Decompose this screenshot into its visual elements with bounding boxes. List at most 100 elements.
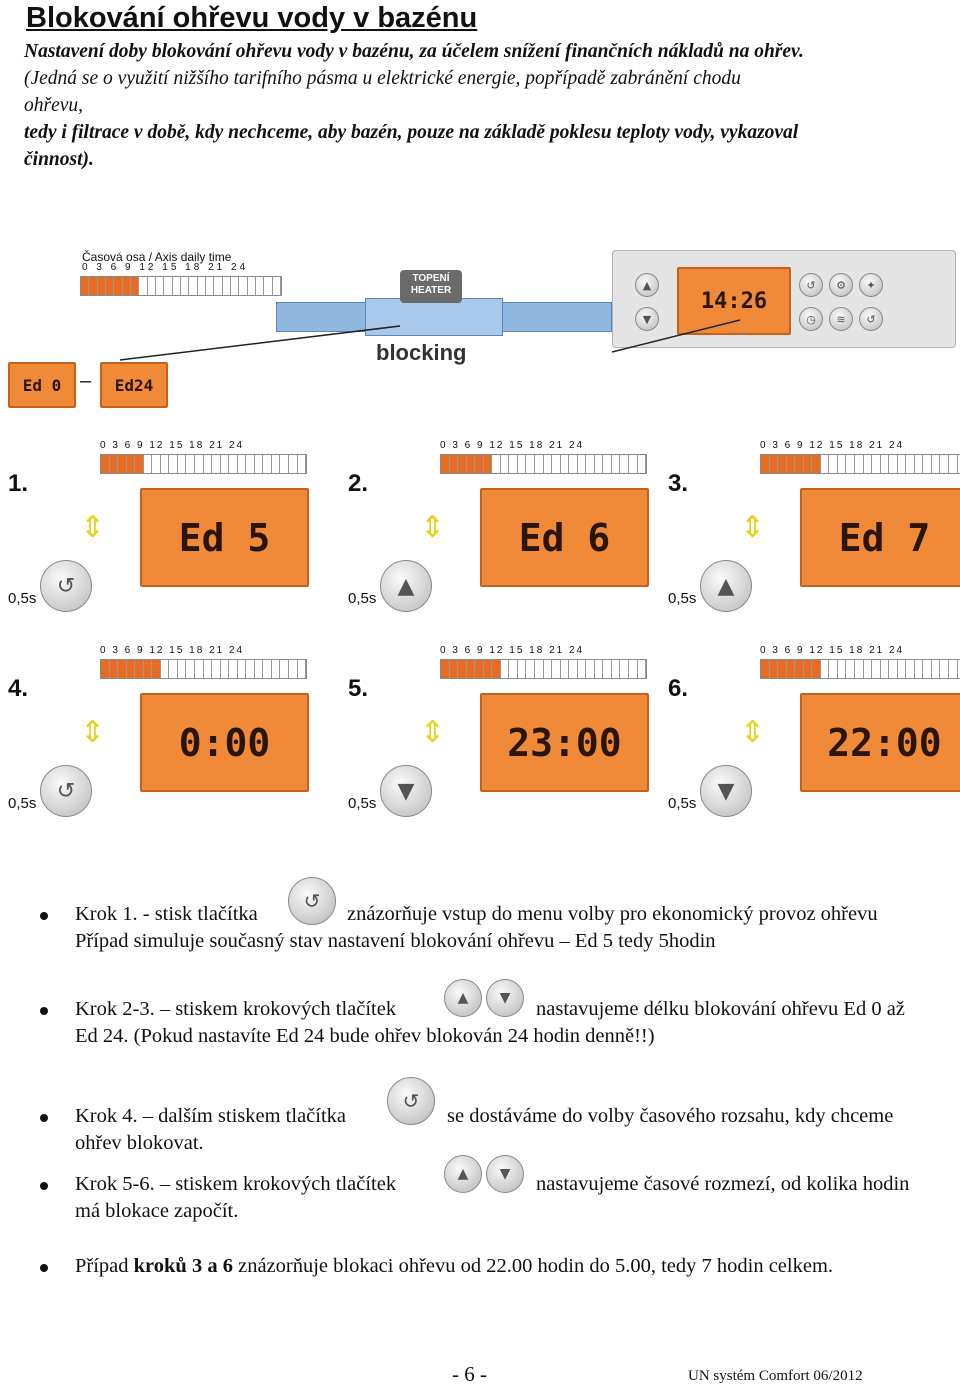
step-display: 23:00 bbox=[480, 693, 649, 792]
hour-segment bbox=[101, 660, 110, 678]
hour-bar bbox=[440, 454, 647, 474]
hour-segment bbox=[263, 660, 272, 678]
hour-segment bbox=[449, 455, 459, 473]
document-footer: UN systém Comfort 06/2012 bbox=[688, 1368, 863, 1384]
pressed-button[interactable]: ▼ bbox=[380, 765, 432, 817]
heating-diagram: Časová osa / Axis daily time 0 3 6 9 12 … bbox=[0, 240, 960, 410]
axis-title: Časová osa / Axis daily time bbox=[82, 250, 232, 264]
connector-lines bbox=[119, 319, 741, 361]
economy-button[interactable]: ↺ bbox=[859, 307, 883, 331]
hour-segment bbox=[186, 455, 196, 473]
pressed-button[interactable]: ↺ bbox=[40, 765, 92, 817]
hour-segment bbox=[222, 277, 231, 295]
hour-segment bbox=[803, 455, 813, 473]
hour-segment bbox=[89, 277, 98, 295]
hour-segment bbox=[239, 277, 248, 295]
hour-segment bbox=[863, 455, 873, 473]
hour-segment bbox=[603, 455, 612, 473]
hour-segment bbox=[526, 455, 536, 473]
hour-segment bbox=[126, 455, 136, 473]
press-duration: 0,5s bbox=[8, 795, 37, 812]
hour-segment bbox=[212, 455, 221, 473]
hour-scale: 0 3 6 9 12 15 18 21 24 bbox=[440, 440, 585, 451]
step-number: 1. bbox=[8, 470, 29, 497]
hour-segment bbox=[122, 277, 131, 295]
light-button[interactable]: ✦ bbox=[859, 273, 883, 297]
step-number: 6. bbox=[668, 675, 689, 702]
hour-bar bbox=[100, 454, 307, 474]
hour-segment bbox=[820, 660, 830, 678]
hour-segment bbox=[189, 277, 198, 295]
hour-segment bbox=[289, 660, 298, 678]
pressed-button[interactable]: ▲ bbox=[380, 560, 432, 612]
hour-segment bbox=[195, 455, 204, 473]
hour-segment bbox=[829, 660, 838, 678]
bullet-dot bbox=[40, 1007, 48, 1015]
hour-segment bbox=[229, 660, 238, 678]
hour-segment bbox=[105, 277, 115, 295]
hour-segment bbox=[172, 277, 181, 295]
hour-segment bbox=[863, 660, 873, 678]
step-number: 4. bbox=[8, 675, 29, 702]
mode-button[interactable]: ↺ bbox=[799, 273, 823, 297]
hour-segment bbox=[949, 455, 958, 473]
bullet-text: nastavujeme délku blokování ohřevu Ed 0 … bbox=[536, 998, 905, 1020]
hour-segment bbox=[203, 660, 213, 678]
hour-segment bbox=[940, 455, 950, 473]
hour-segment bbox=[586, 660, 595, 678]
up-button[interactable]: ▲ bbox=[635, 273, 659, 297]
step-number: 2. bbox=[348, 470, 369, 497]
hour-segment bbox=[543, 660, 553, 678]
hour-segment bbox=[812, 455, 821, 473]
press-duration: 0,5s bbox=[348, 795, 377, 812]
bullet-dot bbox=[40, 912, 48, 920]
hour-segment bbox=[837, 660, 847, 678]
hour-segment bbox=[118, 455, 127, 473]
heat-button[interactable]: ≋ bbox=[829, 307, 853, 331]
hour-segment bbox=[812, 660, 821, 678]
step-number: 3. bbox=[668, 470, 689, 497]
hour-segment bbox=[786, 455, 796, 473]
step-display: Ed 7 bbox=[800, 488, 960, 587]
pressed-button[interactable]: ↺ bbox=[40, 560, 92, 612]
hour-segment bbox=[246, 455, 255, 473]
hour-segment bbox=[603, 660, 612, 678]
hour-segment bbox=[761, 455, 770, 473]
press-duration: 0,5s bbox=[668, 590, 697, 607]
bullet-dot bbox=[40, 1114, 48, 1122]
hour-segment bbox=[761, 660, 770, 678]
hour-segment bbox=[552, 455, 561, 473]
press-duration: 0,5s bbox=[8, 590, 37, 607]
hour-segment bbox=[957, 660, 960, 678]
pressed-button[interactable]: ▼ bbox=[700, 765, 752, 817]
hour-segment bbox=[139, 277, 148, 295]
hour-segment bbox=[543, 455, 553, 473]
hour-segment bbox=[147, 277, 156, 295]
hour-segment bbox=[118, 660, 127, 678]
hour-segment bbox=[81, 277, 90, 295]
page-title: Blokování ohřevu vody v bazénu bbox=[26, 2, 478, 34]
hour-segment bbox=[931, 660, 941, 678]
filter-button[interactable]: ⚙ bbox=[829, 273, 853, 297]
pipe-right bbox=[500, 302, 612, 332]
bullet-text: znázorňuje vstup do menu volby pro ekono… bbox=[347, 903, 878, 925]
hour-segment bbox=[237, 455, 247, 473]
hour-segment bbox=[914, 455, 924, 473]
bullet-text: má blokace započít. bbox=[75, 1200, 239, 1222]
range-dash: – bbox=[80, 370, 92, 392]
hour-segment bbox=[483, 455, 493, 473]
hour-bar bbox=[760, 454, 960, 474]
clock-button[interactable]: ◷ bbox=[799, 307, 823, 331]
hour-bar bbox=[100, 659, 307, 679]
pressed-button[interactable]: ▲ bbox=[700, 560, 752, 612]
down-button[interactable]: ▼ bbox=[635, 307, 659, 331]
hour-segment bbox=[957, 455, 960, 473]
hour-segment bbox=[923, 660, 932, 678]
page-number: - 6 - bbox=[452, 1362, 487, 1386]
hour-scale: 0 3 6 9 12 15 18 21 24 bbox=[440, 645, 585, 656]
hour-segment bbox=[880, 660, 890, 678]
hour-segment bbox=[620, 455, 630, 473]
hour-scale: 0 3 6 9 12 15 18 21 24 bbox=[760, 645, 905, 656]
